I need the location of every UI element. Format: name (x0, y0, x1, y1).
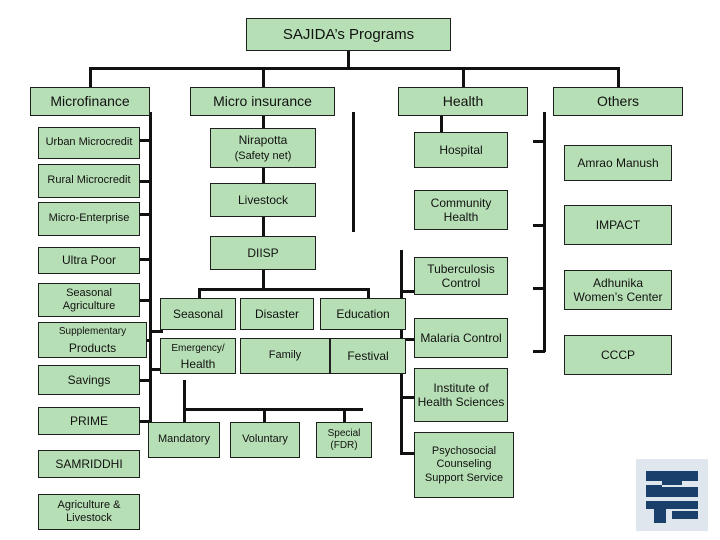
micro-insurance-item-nirapotta: Nirapotta (Safety net) (210, 128, 316, 168)
nirapotta-label: Nirapotta (238, 132, 288, 147)
header-micro-insurance: Micro insurance (190, 87, 335, 116)
sajida-logo-icon (636, 459, 708, 531)
others-item-adhunika-womens-center: Adhunika Women’s Center (564, 270, 672, 310)
savings-item-voluntary: Voluntary (230, 422, 300, 458)
safety-net-label: (Safety net) (234, 150, 292, 163)
others-item-amrao-manush: Amrao Manush (564, 145, 672, 181)
health-label: Health (180, 356, 216, 371)
microfinance-item-seasonal-agriculture: Seasonal Agriculture (38, 283, 140, 317)
diisp-item-festival: Festival (330, 338, 406, 374)
diisp-item-seasonal: Seasonal (160, 298, 236, 330)
page-title: SAJIDA’s Programs (246, 18, 451, 51)
health-item-institute-health-sciences: Institute of Health Sciences (414, 368, 508, 422)
emergency-label: Emergency/ (171, 343, 225, 354)
health-item-hospital: Hospital (414, 132, 508, 168)
microfinance-item-agriculture-livestock: Agriculture & Livestock (38, 494, 140, 530)
others-item-impact: IMPACT (564, 205, 672, 245)
health-item-community-health: Community Health (414, 190, 508, 230)
microfinance-item-supplementary-products: Supplementary Products (38, 322, 147, 358)
microfinance-item-savings: Savings (38, 365, 140, 395)
header-others: Others (553, 87, 683, 116)
products-label: Products (68, 340, 117, 355)
micro-insurance-item-diisp: DIISP (210, 236, 316, 270)
header-health: Health (398, 87, 528, 116)
microfinance-item-prime: PRIME (38, 407, 140, 435)
microfinance-item-ultra-poor: Ultra Poor (38, 247, 140, 274)
diisp-item-emergency-health: Emergency/ Health (160, 338, 236, 374)
health-item-tuberculosis-control: Tuberculosis Control (414, 257, 508, 295)
others-item-cccp: CCCP (564, 335, 672, 375)
microfinance-item-micro-enterprise: Micro-Enterprise (38, 202, 140, 236)
microfinance-item-rural-microcredit: Rural Microcredit (38, 164, 140, 198)
health-item-psychosocial-counseling: Psychosocial Counseling Support Service (414, 432, 514, 498)
microfinance-item-samriddhi: SAMRIDDHI (38, 450, 140, 478)
savings-item-mandatory: Mandatory (148, 422, 220, 458)
microfinance-item-urban-microcredit: Urban Microcredit (38, 127, 140, 159)
health-item-malaria-control: Malaria Control (414, 318, 508, 358)
diisp-item-education: Education (320, 298, 406, 330)
savings-item-special-fdr: Special (FDR) (316, 422, 372, 458)
supplementary-label: Supplementary (58, 326, 127, 337)
header-microfinance: Microfinance (30, 87, 150, 116)
diisp-item-disaster: Disaster (240, 298, 314, 330)
micro-insurance-item-livestock: Livestock (210, 183, 316, 217)
diisp-item-family: Family (240, 338, 330, 374)
